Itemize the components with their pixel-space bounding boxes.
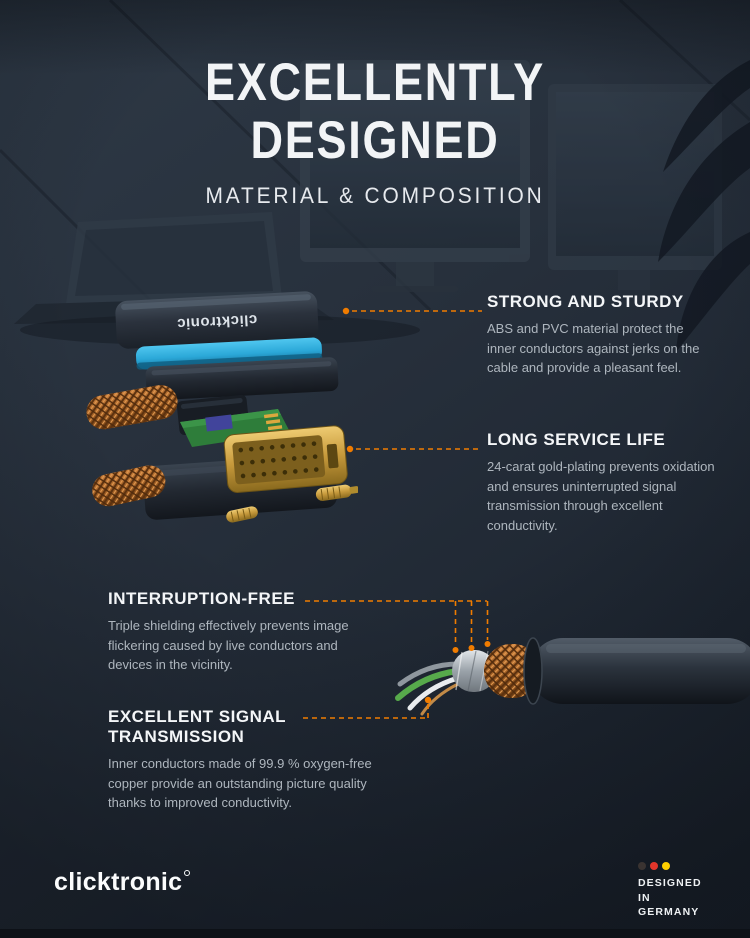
callout-body-long-service-life: 24-carat gold-plating prevents oxidation… (487, 459, 715, 533)
page-subtitle: MATERIAL & COMPOSITION (205, 182, 545, 208)
flag-dot-red (650, 862, 658, 870)
housing-mid-block (145, 357, 339, 401)
callout-long-service-life: LONG SERVICE LIFE 24-carat gold-plating … (487, 430, 715, 535)
germany-line: GERMANY (638, 906, 700, 919)
callout-heading-long-service-life: LONG SERVICE LIFE (487, 430, 666, 449)
connector-exploded-illustration: clicktronic (86, 291, 358, 523)
callout-heading-strong-and-sturdy: STRONG AND STURDY (487, 292, 684, 311)
logo-text: clicktronic (54, 868, 183, 896)
flag-dot-black (638, 862, 646, 870)
callout-body-strong-and-sturdy: ABS and PVC material protect the inner c… (487, 321, 700, 375)
callout-signal-transmission: EXCELLENT SIGNAL TRANSMISSION Inner cond… (108, 707, 403, 813)
bottom-bar (0, 929, 750, 938)
callout-body-interruption-free: Triple shielding effectively prevents im… (108, 618, 349, 672)
title-line-1: EXCELLENTLY (205, 53, 545, 112)
designed-in-germany-badge: DESIGNED IN GERMANY (638, 862, 702, 920)
dvi-pins (238, 441, 319, 479)
callout-interruption-free: INTERRUPTION-FREE Triple shielding effec… (108, 589, 370, 675)
copper-braid-bottom (92, 465, 166, 507)
logo-trademark-ring (184, 870, 191, 876)
german-flag-dots (638, 862, 700, 870)
monitor-silhouette-center (300, 60, 530, 292)
dvi-gold-connector (223, 425, 348, 493)
copper-braid-shield (86, 385, 178, 430)
callout-heading-signal-transmission: EXCELLENT SIGNAL TRANSMISSION (108, 707, 286, 746)
callout-body-signal-transmission: Inner conductors made of 99.9 % oxygen-f… (108, 756, 372, 810)
page-title: EXCELLENTLY DESIGNED (0, 53, 750, 171)
clicktronic-logo: clicktronic (54, 868, 191, 897)
housing-top-shell: clicktronic (115, 291, 319, 349)
header: EXCELLENTLY DESIGNED MATERIAL & COMPOSIT… (0, 53, 750, 209)
palm-leaves-silhouette (658, 60, 750, 352)
pcb-board (180, 409, 290, 447)
title-line-2: DESIGNED (250, 111, 500, 171)
callout-heading-interruption-free: INTERRUPTION-FREE (108, 589, 295, 608)
designed-in-line: DESIGNED IN (638, 877, 702, 904)
connector-brand-label: clicktronic (176, 311, 257, 332)
cable-cutaway-illustration (395, 637, 750, 716)
flag-dot-gold (662, 862, 670, 870)
thumbscrew-right (315, 484, 358, 501)
dvi-blade-slot (326, 443, 339, 469)
cable-inner-conductors (395, 661, 461, 716)
cable-foil-shield (452, 650, 496, 692)
thumbscrew-left (226, 506, 258, 523)
callout-strong-and-sturdy: STRONG AND STURDY ABS and PVC material p… (487, 292, 715, 378)
cable-jacket (523, 637, 750, 705)
